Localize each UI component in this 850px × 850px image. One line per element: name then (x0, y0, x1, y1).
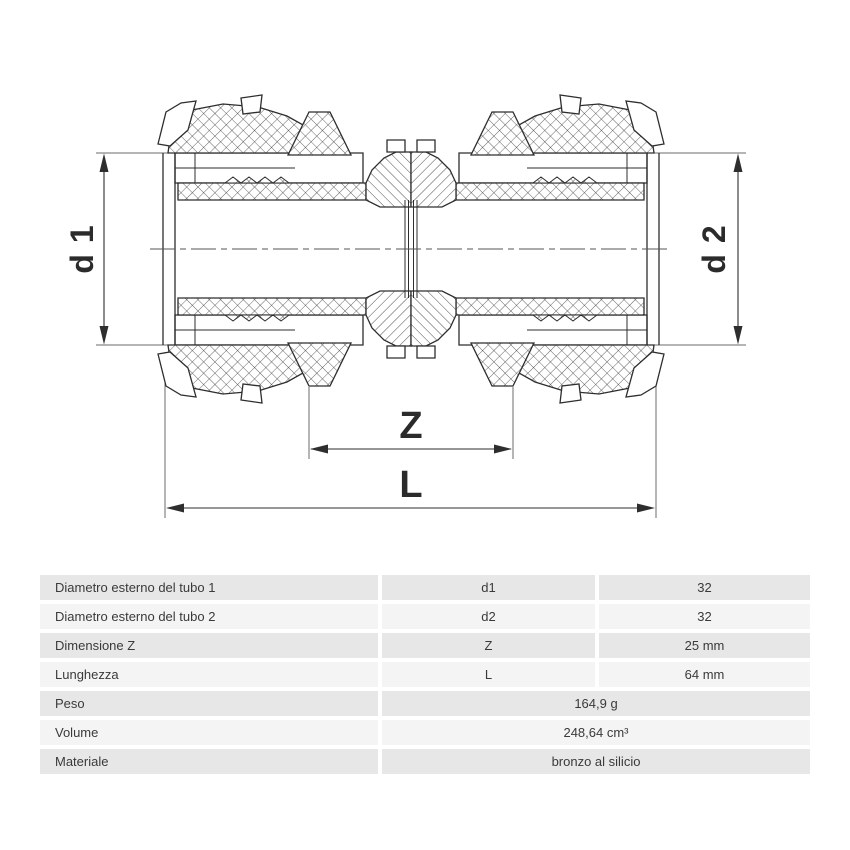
spec-symbol-cell: Z (382, 633, 595, 658)
spec-label-cell: Diametro esterno del tubo 2 (40, 604, 378, 629)
table-row: Dimensione Z Z 25 mm (40, 633, 810, 658)
dimension-label-d1: d 1 (64, 224, 100, 273)
spec-label-cell: Volume (40, 720, 378, 745)
spec-label-cell: Diametro esterno del tubo 1 (40, 575, 378, 600)
table-row: Diametro esterno del tubo 1 d1 32 (40, 575, 810, 600)
table-row: Lunghezza L 64 mm (40, 662, 810, 687)
spec-symbol-cell: d2 (382, 604, 595, 629)
spec-value-cell: 32 (599, 575, 810, 600)
spec-symbol-cell: d1 (382, 575, 595, 600)
table-row: Volume 248,64 cm³ (40, 720, 810, 745)
technical-drawing-area: d 1 d 2 Z L (64, 94, 746, 518)
spec-label-cell: Peso (40, 691, 378, 716)
spec-value-cell: bronzo al silicio (382, 749, 810, 774)
spec-table: Diametro esterno del tubo 1 d1 32 Diamet… (40, 575, 810, 774)
spec-value-cell: 25 mm (599, 633, 810, 658)
table-row: Materiale bronzo al silicio (40, 749, 810, 774)
spec-value-cell: 248,64 cm³ (382, 720, 810, 745)
dimension-arrowheads (99, 153, 743, 513)
spec-value-cell: 32 (599, 604, 810, 629)
table-row: Peso 164,9 g (40, 691, 810, 716)
spec-symbol-cell: L (382, 662, 595, 687)
spec-label-cell: Dimensione Z (40, 633, 378, 658)
dimension-label-z: Z (399, 405, 422, 447)
spec-value-cell: 164,9 g (382, 691, 810, 716)
coupling-section-drawing: d 1 d 2 Z L (64, 94, 746, 518)
spec-label-cell: Materiale (40, 749, 378, 774)
dimension-lines (103, 170, 739, 509)
table-row: Diametro esterno del tubo 2 d2 32 (40, 604, 810, 629)
dimension-label-d2: d 2 (696, 224, 732, 273)
spec-value-cell: 64 mm (599, 662, 810, 687)
coupling-body-quadrant (157, 94, 412, 249)
dimension-label-l: L (399, 464, 422, 506)
spec-label-cell: Lunghezza (40, 662, 378, 687)
